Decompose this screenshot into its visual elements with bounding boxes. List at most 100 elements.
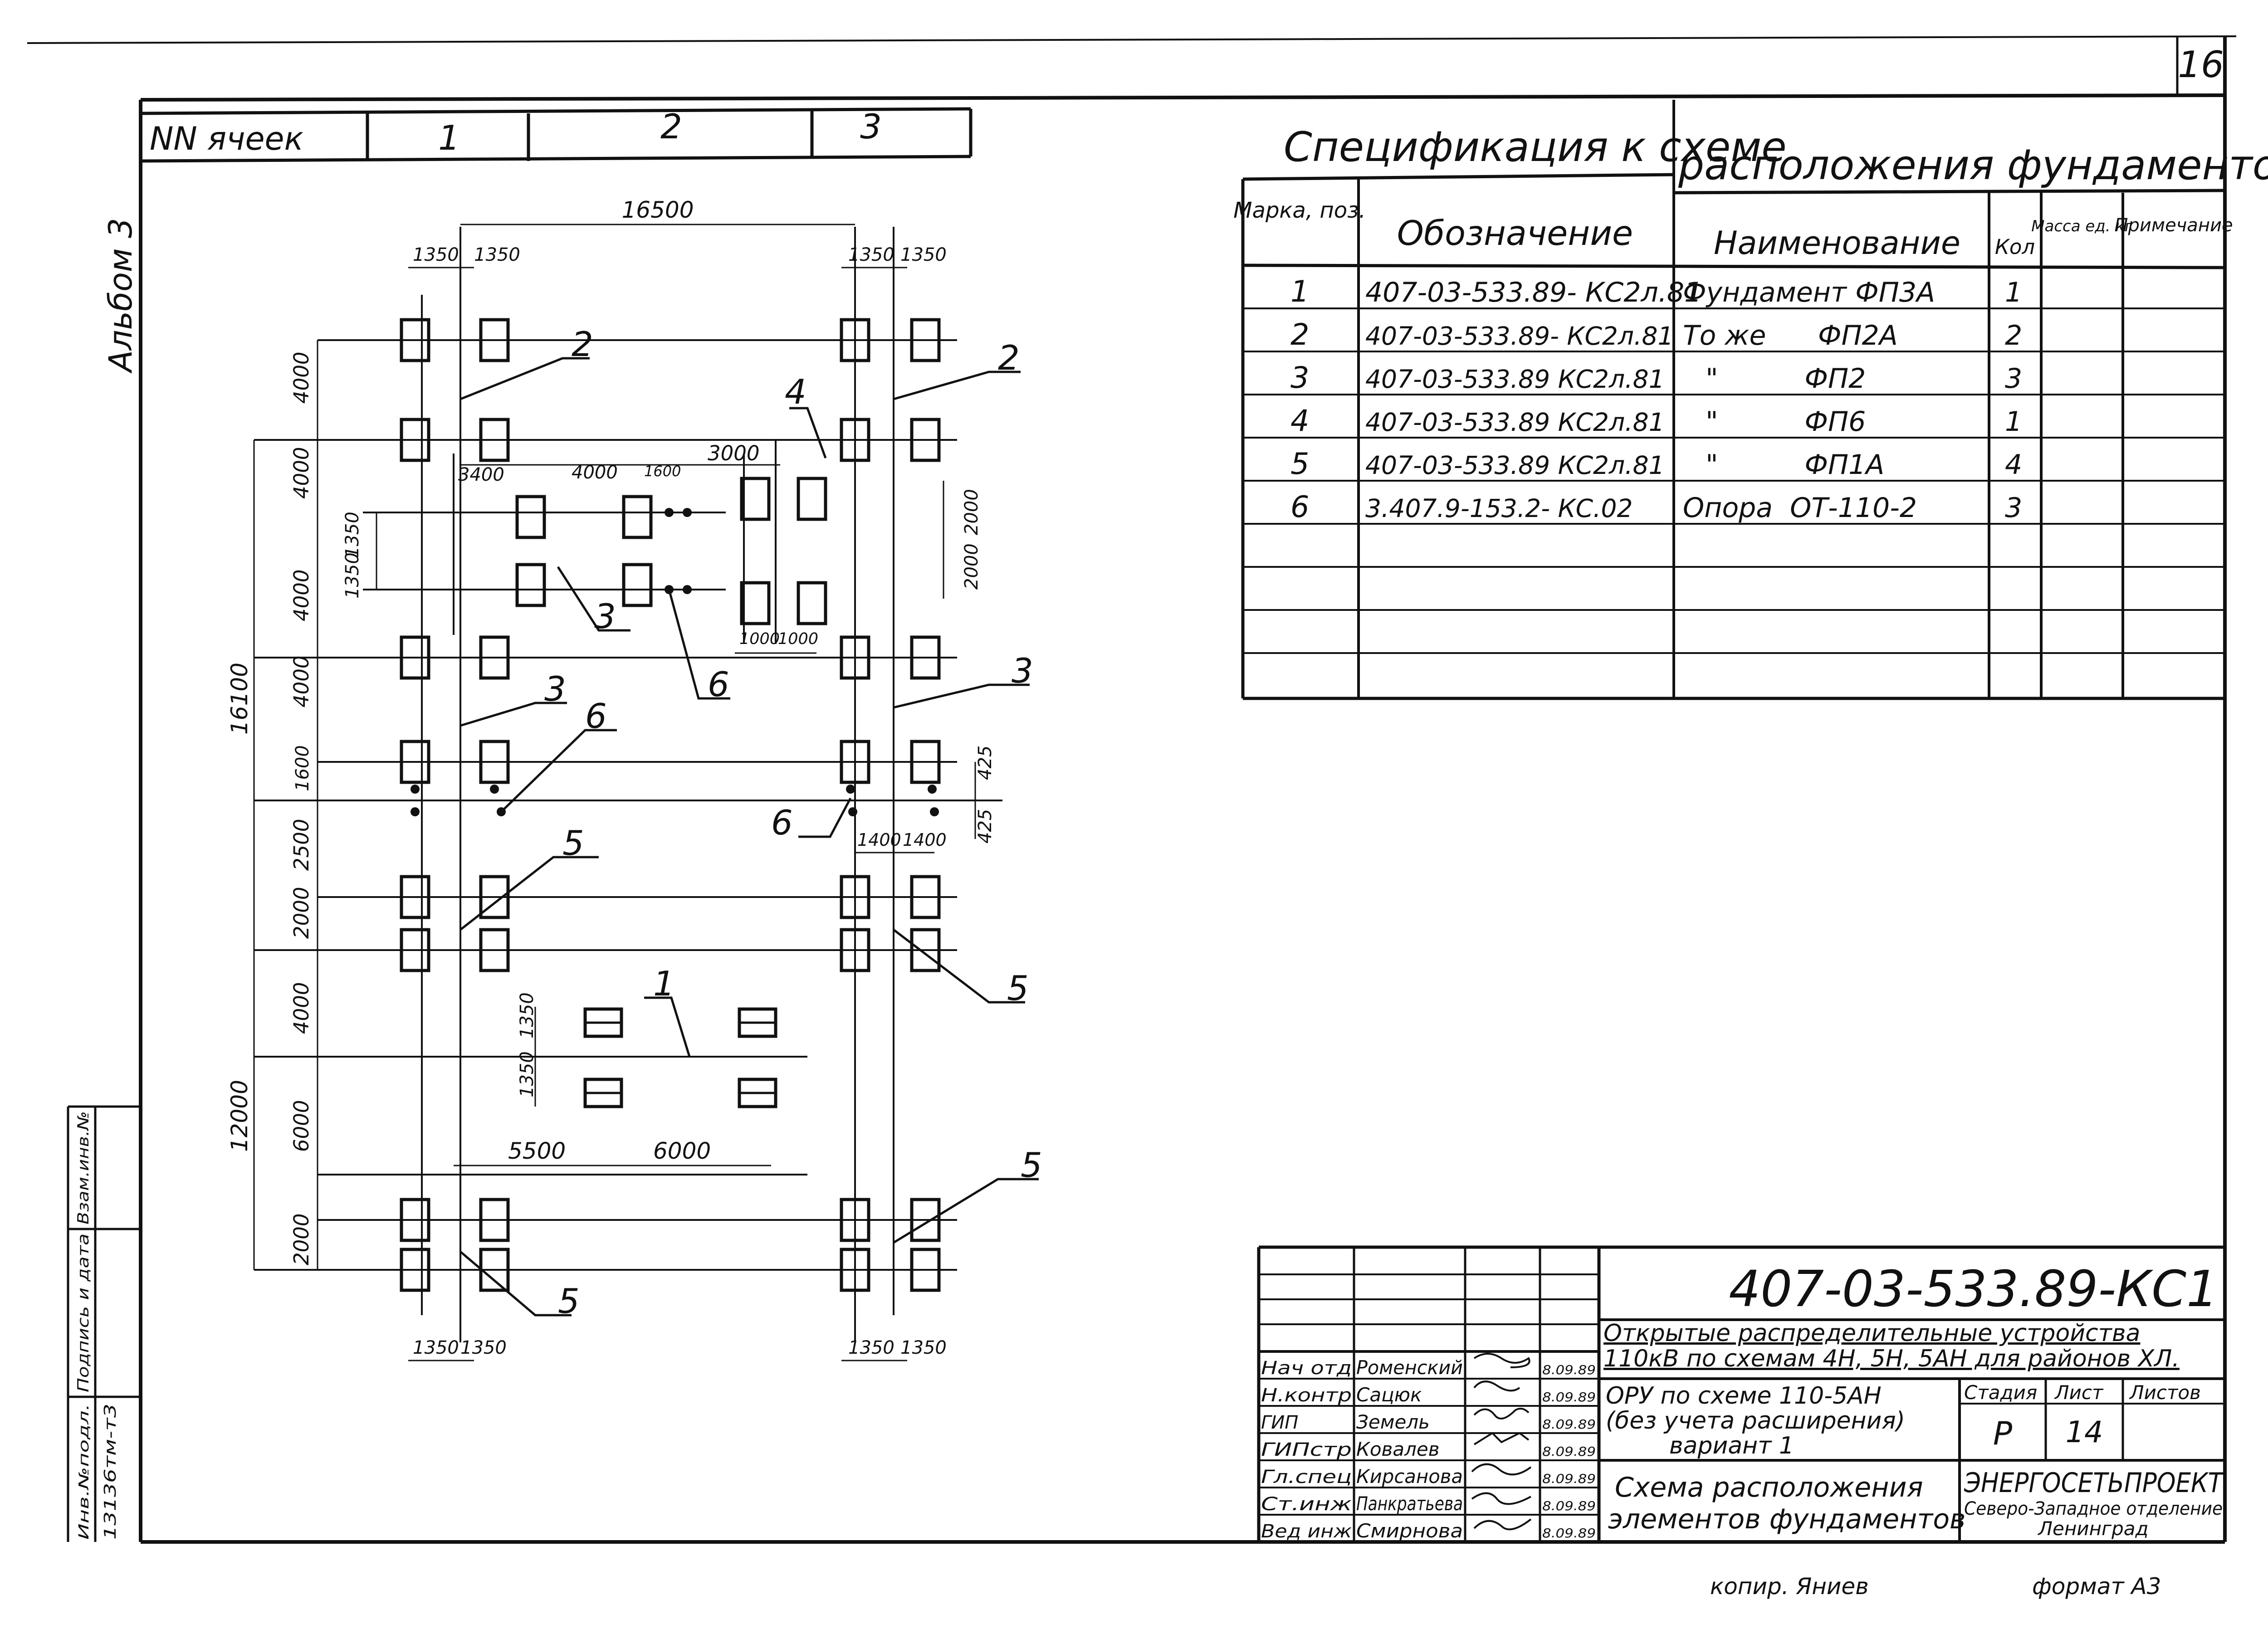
dim-v-18: 1350 xyxy=(517,1051,538,1097)
spec-row-1: 1 407-03-533.89- КС2л.81 Фундамент ФП3А … xyxy=(1290,275,2022,309)
spec-cell-designation: 407-03-533.89 КС2л.81 xyxy=(1365,365,1665,394)
callout-4: 4 xyxy=(785,372,807,412)
callout-6-left: 6 xyxy=(585,696,607,736)
spec-cell-pos: 4 xyxy=(1290,404,1309,438)
spec-cell-name: Опора ОТ-110-2 xyxy=(1683,492,1917,524)
signer-role: Гл.спец xyxy=(1261,1467,1352,1488)
title-project: Открытые распределительные устройства 11… xyxy=(1603,1321,2180,1372)
spec-title-right: расположения фундаментов xyxy=(1678,141,2268,189)
sheet-value: 14 xyxy=(2066,1415,2103,1449)
signer-role: Н.контр xyxy=(1261,1385,1352,1406)
footer-copy: копир. Яниев xyxy=(1710,1573,1869,1600)
dim-v-8: 4000 xyxy=(289,982,313,1034)
signer-name: Ковалев xyxy=(1356,1438,1439,1460)
callout-1: 1 xyxy=(653,964,675,1004)
spec-cell-designation: 407-03-533.89- КС2л.81 xyxy=(1365,322,1674,351)
side-stamp-replace: Взам.инв.№ xyxy=(74,1111,93,1224)
side-stamp-inv-number: 13136тм-т3 xyxy=(101,1404,120,1540)
dim-v-1: 4000 xyxy=(289,351,313,404)
title-drawing-2: элементов фундаментов xyxy=(1608,1503,1965,1535)
spec-cell-designation: 3.407.9-153.2- КС.02 xyxy=(1365,494,1633,523)
spec-cell-designation: 407-03-533.89 КС2л.81 xyxy=(1365,408,1665,437)
album-label: Альбом 3 xyxy=(102,218,139,374)
spec-header-mass: Масса ед. кг xyxy=(2031,217,2133,235)
signer-date: 8.09.89 xyxy=(1542,1390,1596,1405)
signer-name: Кирсанова xyxy=(1356,1465,1463,1488)
signer-row: Нач отд Роменский 8.09.89 xyxy=(1261,1356,1596,1379)
signer-row: Гл.спец Кирсанова 8.09.89 xyxy=(1261,1465,1596,1488)
spec-cell-name: Фундамент ФП3А xyxy=(1683,277,1935,308)
dim-v-6: 2500 xyxy=(289,819,313,871)
dim-v-10: 2000 xyxy=(289,1213,313,1265)
cells-header-label: NN ячеек xyxy=(150,120,303,157)
spec-cell-pos: 1 xyxy=(1290,275,1309,309)
dim-v-4: 4000 xyxy=(289,655,313,707)
signer-date: 8.09.89 xyxy=(1542,1526,1596,1541)
callout-2-left: 2 xyxy=(572,324,593,364)
dim-v-14: 2000 xyxy=(961,543,982,590)
callout-5-lower-left: 5 xyxy=(558,1281,580,1321)
signer-date: 8.09.89 xyxy=(1542,1362,1596,1377)
spec-cell-qty: 2 xyxy=(2005,320,2022,351)
dim-bot-right-b: 1350 xyxy=(900,1337,947,1358)
spec-row-5: 5 407-03-533.89 КС2л.81 " ФП1А 4 xyxy=(1290,447,2022,481)
callout-6-mid: 6 xyxy=(708,664,729,704)
dim-h-1400-b: 1400 xyxy=(903,830,947,850)
title-code: 407-03-533.89-КС1 xyxy=(1729,1260,2218,1318)
spec-cell-qty: 4 xyxy=(2005,449,2022,481)
signer-role: Нач отд xyxy=(1261,1358,1352,1379)
dim-h-5500: 5500 xyxy=(508,1138,566,1164)
cell-2-label: 2 xyxy=(660,107,682,146)
signatures xyxy=(1471,1353,1532,1531)
spec-cell-qty: 3 xyxy=(2005,363,2022,395)
signer-name: Сацюк xyxy=(1356,1384,1422,1406)
spec-title-left: Спецификация к схеме xyxy=(1284,123,1787,171)
org-city: Ленинград xyxy=(2037,1517,2148,1540)
spec-cell-pos: 6 xyxy=(1290,490,1309,524)
support-posts xyxy=(411,508,939,816)
spec-row-2: 2 407-03-533.89- КС2л.81 То же ФП2А 2 xyxy=(1290,318,2022,352)
signer-row: Вед инж Смирнова 8.09.89 xyxy=(1261,1520,1596,1542)
dim-v-3: 4000 xyxy=(289,569,313,621)
dim-h-1600: 1600 xyxy=(644,463,681,480)
signer-role: Ст.инж xyxy=(1261,1494,1352,1515)
sheet-frame xyxy=(27,35,2237,1544)
dim-top-right-b: 1350 xyxy=(900,244,947,265)
title-block-grid xyxy=(1257,1245,2225,1542)
spec-cell-qty: 3 xyxy=(2005,492,2022,524)
callout-3-mid: 3 xyxy=(594,596,616,636)
dim-h-6000: 6000 xyxy=(653,1138,711,1164)
dim-v-2: 4000 xyxy=(289,447,313,499)
dim-h-1000-a: 1000 xyxy=(739,630,780,648)
stage-value: Р xyxy=(1993,1415,2013,1452)
signer-date: 8.09.89 xyxy=(1542,1444,1596,1459)
dimension-lines xyxy=(253,224,976,1361)
signer-date: 8.09.89 xyxy=(1542,1498,1596,1513)
org-name: ЭНЕРГОСЕТЬПРОЕКТ xyxy=(1964,1467,2224,1499)
dim-top-total: 16500 xyxy=(621,197,694,223)
dim-h-3400: 3400 xyxy=(458,464,504,485)
dim-h-1400-a: 1400 xyxy=(857,830,901,850)
dim-top-left-b: 1350 xyxy=(474,244,520,265)
spec-cell-name: То же ФП2А xyxy=(1683,320,1898,351)
spec-row-6: 6 3.407.9-153.2- КС.02 Опора ОТ-110-2 3 xyxy=(1290,490,2022,524)
signer-name: Земель xyxy=(1356,1411,1430,1433)
dim-v-11: 1350 xyxy=(342,512,363,558)
dim-h-1000-b: 1000 xyxy=(778,630,818,648)
sheet-number: 16 xyxy=(2178,44,2224,86)
spec-cell-pos: 2 xyxy=(1290,318,1309,352)
footer-format: формат А3 xyxy=(2032,1573,2161,1600)
org-branch: Северо-Западное отделение xyxy=(1964,1498,2223,1519)
dim-bot-left-b: 1350 xyxy=(460,1337,507,1358)
spec-cell-qty: 1 xyxy=(2005,277,2022,308)
callout-5-upper-right: 5 xyxy=(1007,968,1029,1008)
stage-header-stage: Стадия xyxy=(1964,1381,2037,1404)
dim-top-right-a: 1350 xyxy=(848,244,894,265)
title-ory-2: (без учета расширения) xyxy=(1606,1407,1905,1434)
dim-bot-right-a: 1350 xyxy=(848,1337,894,1358)
signer-row: ГИП Земель 8.09.89 xyxy=(1261,1411,1596,1433)
spec-header-note: Примечание xyxy=(2114,215,2233,236)
title-drawing-1: Схема расположения xyxy=(1615,1472,1923,1503)
title-ory-1: ОРУ по схеме 110-5АН xyxy=(1606,1382,1882,1410)
